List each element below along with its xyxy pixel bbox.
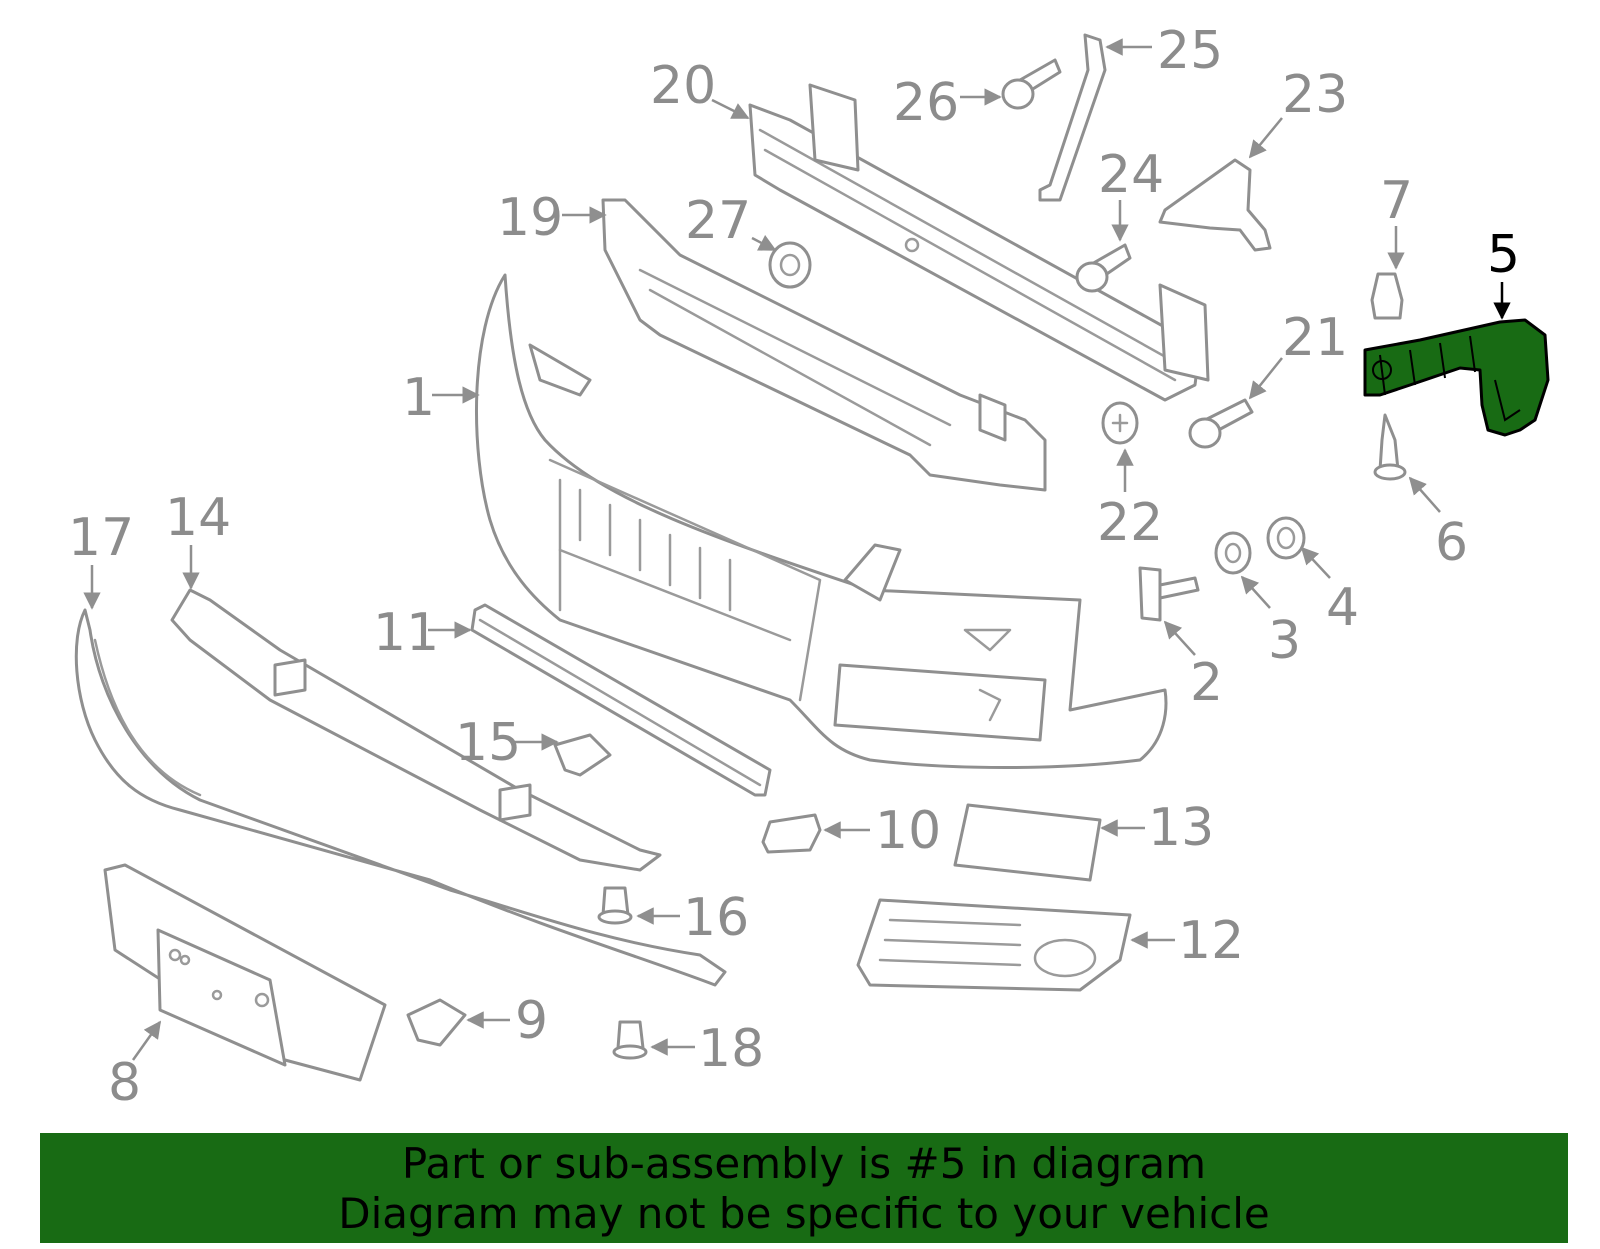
callout-14: 14 [165, 488, 231, 548]
part-24-bolt [1075, 243, 1132, 293]
leader-27 [751, 234, 777, 252]
part-23-bracket [1158, 158, 1272, 252]
callout-9: 9 [515, 991, 548, 1051]
leader-8 [131, 1020, 162, 1061]
callout-1: 1 [402, 368, 435, 428]
part-9-clip [406, 998, 467, 1047]
part-16-push-pin [597, 886, 633, 925]
callout-5: 5 [1487, 225, 1520, 285]
callout-8: 8 [108, 1053, 141, 1113]
info-banner: Part or sub-assembly is #5 in diagram Di… [40, 1133, 1568, 1243]
part-25-strut [1038, 33, 1107, 202]
callout-19: 19 [497, 188, 563, 248]
leader-21 [1248, 357, 1283, 400]
leader-2 [1163, 620, 1196, 656]
part-20-reinforcement-beam [748, 83, 1210, 402]
callout-23: 23 [1282, 65, 1348, 125]
part-10-cap [761, 813, 822, 854]
callout-15: 15 [455, 713, 521, 773]
callout-27: 27 [685, 191, 751, 251]
callout-10: 10 [875, 801, 941, 861]
part-7-clip [1370, 272, 1404, 320]
part-8-license-bracket [103, 863, 387, 1082]
part-1-bumper-cover [475, 273, 1168, 769]
banner-line-2: Diagram may not be specific to your vehi… [338, 1189, 1270, 1238]
part-3-washer [1214, 531, 1252, 575]
callout-2: 2 [1190, 653, 1223, 713]
callout-22: 22 [1097, 493, 1163, 553]
leader-3 [1240, 575, 1271, 609]
callout-6: 6 [1435, 513, 1468, 573]
callout-24: 24 [1098, 145, 1164, 205]
leader-4 [1300, 546, 1331, 579]
leader-lines [83, 38, 1511, 1061]
part-19-energy-absorber [601, 198, 1047, 492]
part-11-grille-strip [470, 603, 772, 797]
callout-21: 21 [1282, 308, 1348, 368]
callout-3: 3 [1268, 611, 1301, 671]
part-22-clip [1101, 401, 1139, 445]
part-27-nut [768, 241, 812, 289]
callout-20: 20 [650, 56, 716, 116]
callout-25: 25 [1157, 21, 1223, 81]
callout-11: 11 [373, 603, 439, 663]
leader-23 [1248, 117, 1283, 159]
leader-6 [1408, 476, 1441, 513]
part-17-lower-spoiler [74, 608, 727, 987]
callout-26: 26 [893, 73, 959, 133]
part-13-cover-plate [953, 803, 1102, 882]
callout-12: 12 [1178, 911, 1244, 971]
part-21-bolt [1188, 398, 1254, 449]
part-12-fog-grille [856, 898, 1132, 992]
callout-18: 18 [698, 1019, 764, 1079]
part-2-bolt [1138, 566, 1200, 622]
callout-7: 7 [1380, 171, 1413, 231]
part-18-push-pin [612, 1020, 648, 1060]
leader-20 [711, 98, 750, 120]
part-14-lower-trim [170, 588, 662, 872]
part-6-screw [1373, 413, 1407, 481]
part-26-bolt [1001, 58, 1062, 110]
callout-16: 16 [683, 888, 749, 948]
callout-4: 4 [1326, 578, 1359, 638]
part-15-clip [553, 733, 612, 777]
callout-17: 17 [68, 508, 134, 568]
callout-numbers: 1 2 3 4 5 6 7 8 9 10 11 12 13 14 15 16 1… [68, 21, 1520, 1113]
callout-13: 13 [1148, 798, 1214, 858]
part-4-nut [1266, 516, 1306, 560]
part-5-mounting-bracket-highlighted [1363, 318, 1550, 437]
banner-line-1: Part or sub-assembly is #5 in diagram [401, 1139, 1207, 1188]
